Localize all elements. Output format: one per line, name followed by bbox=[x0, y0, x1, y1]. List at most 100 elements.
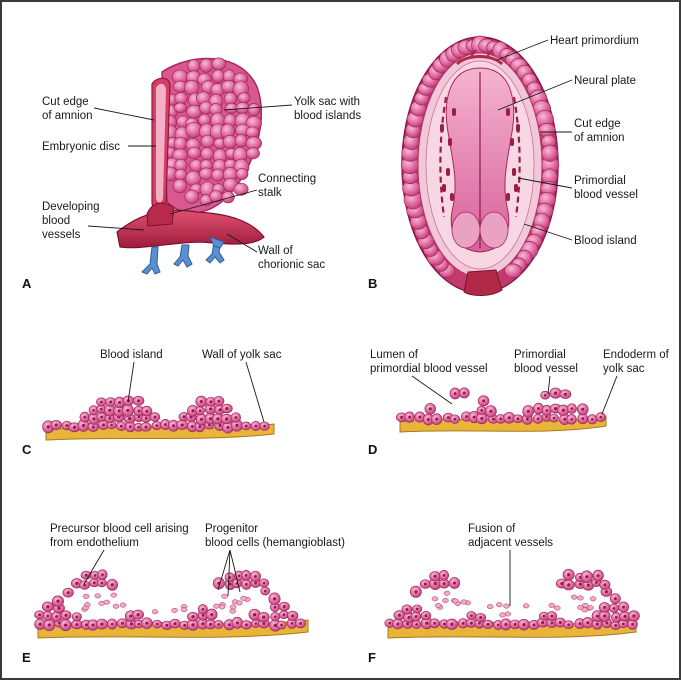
cell-nucleus bbox=[433, 581, 437, 586]
cell-nucleus bbox=[397, 613, 401, 617]
cell bbox=[541, 144, 559, 162]
cell-nucleus bbox=[442, 622, 446, 626]
cell-nucleus bbox=[470, 614, 473, 617]
cell-nucleus bbox=[234, 416, 238, 419]
cell-nucleus bbox=[144, 417, 148, 420]
cell-nucleus bbox=[550, 614, 554, 618]
cell-nucleus bbox=[561, 408, 565, 412]
cell-nucleus bbox=[120, 621, 124, 625]
cell-nucleus bbox=[479, 616, 483, 619]
cell bbox=[211, 69, 225, 84]
cell bbox=[247, 103, 261, 117]
cell-nucleus bbox=[118, 401, 122, 404]
cell bbox=[200, 147, 214, 161]
cell bbox=[245, 147, 260, 160]
cell-nucleus bbox=[262, 581, 266, 585]
cell-nucleus bbox=[64, 613, 68, 617]
blood-island-mark bbox=[510, 138, 514, 146]
cell-nucleus bbox=[522, 623, 526, 627]
cell-nucleus bbox=[216, 417, 220, 421]
cell bbox=[199, 58, 214, 73]
cell-nucleus bbox=[461, 621, 465, 625]
leader-line bbox=[87, 225, 145, 231]
cell-nucleus bbox=[526, 409, 530, 413]
blood-cell bbox=[495, 602, 503, 608]
blood-cell bbox=[213, 603, 220, 609]
cell-nucleus bbox=[499, 417, 503, 421]
cell-nucleus bbox=[101, 573, 104, 577]
cell-nucleus bbox=[424, 614, 428, 617]
cell-nucleus bbox=[282, 605, 286, 608]
leader-line bbox=[601, 375, 618, 415]
label-fusion-1: Fusion of bbox=[468, 523, 516, 535]
cell-nucleus bbox=[128, 425, 132, 429]
blood-island-mark bbox=[516, 124, 520, 132]
cell-nucleus bbox=[145, 621, 149, 625]
leader-line bbox=[127, 361, 135, 403]
cell-nucleus bbox=[253, 574, 257, 578]
panel-letter-d: D bbox=[368, 442, 377, 457]
cell-nucleus bbox=[100, 622, 104, 626]
cell-nucleus bbox=[550, 621, 554, 625]
cell-nucleus bbox=[622, 605, 625, 609]
cell-nucleus bbox=[418, 415, 422, 419]
cell-nucleus bbox=[426, 418, 430, 421]
leader-line bbox=[227, 549, 231, 597]
blood-islands bbox=[440, 108, 520, 201]
cell-nucleus bbox=[282, 613, 286, 616]
cell-nucleus bbox=[273, 615, 277, 618]
cell-nucleus bbox=[209, 622, 213, 626]
label-cut-edge-amnion-b-2: of amnion bbox=[574, 132, 625, 144]
cell-nucleus bbox=[225, 407, 229, 411]
leader-line bbox=[411, 375, 453, 405]
blood-cell bbox=[452, 598, 459, 604]
cell-nucleus bbox=[552, 416, 556, 420]
leader-line bbox=[223, 104, 293, 111]
cell-nucleus bbox=[405, 608, 409, 611]
cell-nucleus bbox=[46, 614, 50, 618]
cell-nucleus bbox=[585, 575, 589, 579]
cell-nucleus bbox=[100, 415, 104, 419]
cell-nucleus bbox=[400, 415, 404, 419]
cell-nucleus bbox=[558, 621, 562, 624]
cell-nucleus bbox=[435, 417, 439, 421]
cell-nucleus bbox=[209, 407, 213, 411]
cell-nucleus bbox=[172, 424, 176, 428]
cell-nucleus bbox=[198, 425, 202, 429]
cell-nucleus bbox=[117, 409, 121, 413]
cell-nucleus bbox=[83, 583, 87, 587]
panel-b: Heart primordium Neural plate Cut edge o… bbox=[368, 35, 639, 296]
cell bbox=[211, 168, 225, 182]
cell-nucleus bbox=[273, 605, 277, 609]
blood-cell bbox=[112, 603, 120, 609]
label-lumen-1: Lumen of bbox=[370, 349, 419, 361]
label-blood-island-b: Blood island bbox=[574, 235, 637, 247]
cell-nucleus bbox=[75, 622, 79, 626]
cell-nucleus bbox=[183, 623, 187, 627]
cell-nucleus bbox=[480, 416, 484, 420]
label-connecting-stalk-2: stalk bbox=[258, 187, 282, 199]
cell-nucleus bbox=[462, 391, 466, 395]
blood-island-cells-c bbox=[42, 395, 270, 434]
primordial-vessels bbox=[439, 96, 521, 218]
cell-nucleus bbox=[227, 623, 231, 627]
cell-nucleus bbox=[46, 605, 50, 609]
cell-nucleus bbox=[450, 622, 454, 626]
cell-nucleus bbox=[396, 622, 400, 626]
cell-nucleus bbox=[38, 622, 42, 626]
cell-nucleus bbox=[198, 409, 202, 413]
cell-nucleus bbox=[129, 614, 133, 618]
cell bbox=[187, 146, 202, 160]
blood-cell bbox=[434, 603, 442, 608]
cell-nucleus bbox=[244, 582, 248, 586]
cell-nucleus bbox=[290, 621, 294, 625]
cell-nucleus bbox=[136, 613, 140, 617]
cell-nucleus bbox=[254, 424, 258, 428]
cell-nucleus bbox=[513, 622, 517, 626]
cell bbox=[185, 170, 202, 187]
cell-nucleus bbox=[496, 623, 500, 627]
label-developing-vessels-1: Developing bbox=[42, 201, 100, 213]
cell-nucleus bbox=[433, 574, 437, 578]
cell-nucleus bbox=[144, 425, 148, 429]
cell-nucleus bbox=[541, 620, 545, 625]
